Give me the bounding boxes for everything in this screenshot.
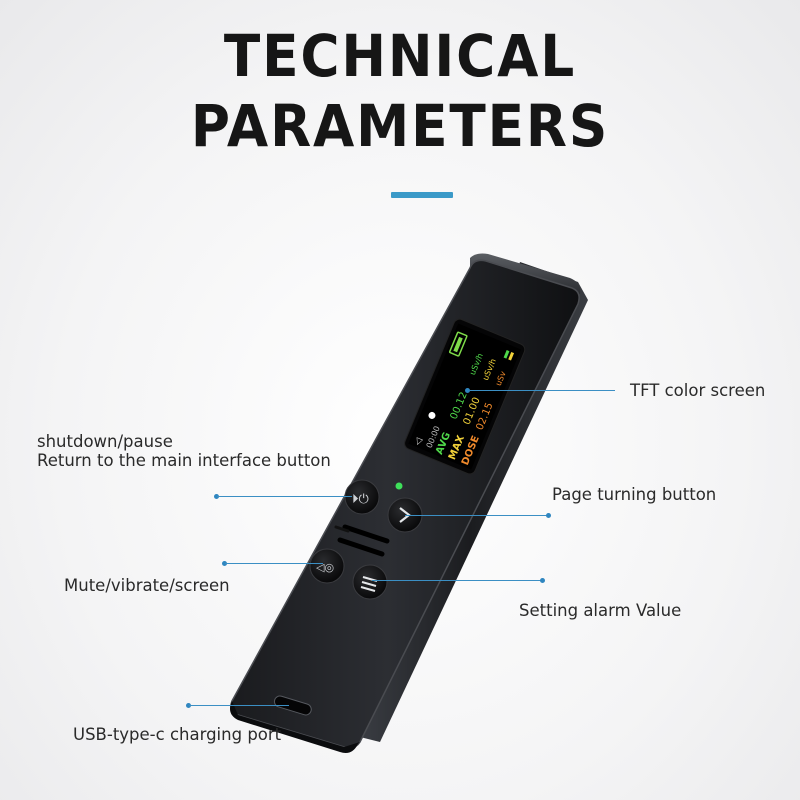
svg-text:◁: ◁ <box>413 437 425 447</box>
power-pause-icon: ⏵⏻ <box>352 492 369 507</box>
title-line-1: TECHNICAL <box>223 22 577 90</box>
record-icon <box>428 411 436 419</box>
page-turning-label: Page turning button <box>552 485 717 504</box>
alarm-callout-dot <box>540 578 545 583</box>
speaker-grille <box>334 524 390 557</box>
power-pause-button[interactable]: ⏵⏻ <box>344 479 380 515</box>
mute-vibrate-icon: ◁◎ <box>316 561 334 574</box>
status-led <box>395 482 403 490</box>
mute-callout-line <box>225 563 323 564</box>
usb-c-port <box>273 695 312 716</box>
alarm-label: Setting alarm Value <box>519 601 682 620</box>
tft-callout-line <box>470 390 615 391</box>
mute-vibrate-button[interactable]: ◁◎ <box>309 548 345 584</box>
battery-icon <box>448 331 468 357</box>
title-line-2: PARAMETERS <box>190 92 610 160</box>
mute-label: Mute/vibrate/screen <box>64 576 230 595</box>
usb-callout-line <box>189 705 289 706</box>
page-turning-callout-dot <box>546 513 551 518</box>
shutdown-label-line2: Return to the main interface button <box>37 451 331 470</box>
usb-label: USB-type-c charging port <box>73 725 282 744</box>
usb-callout-dot <box>186 703 191 708</box>
tft-callout-dot <box>465 388 470 393</box>
shutdown-callout-dot <box>214 494 219 499</box>
mute-callout-dot <box>222 561 227 566</box>
shutdown-callout-line <box>217 496 352 497</box>
tft-screen: ◁ 00:00 AVG 00.12 uSv/h MAX 01.00 uSv/h … <box>404 318 526 475</box>
page-turning-callout-line <box>405 515 548 516</box>
tft-screen-label: TFT color screen <box>630 381 766 400</box>
title-accent-bar <box>391 192 453 198</box>
setting-alarm-button[interactable] <box>352 564 388 600</box>
alarm-callout-line <box>372 580 542 581</box>
shutdown-label-line1: shutdown/pause <box>37 432 173 451</box>
